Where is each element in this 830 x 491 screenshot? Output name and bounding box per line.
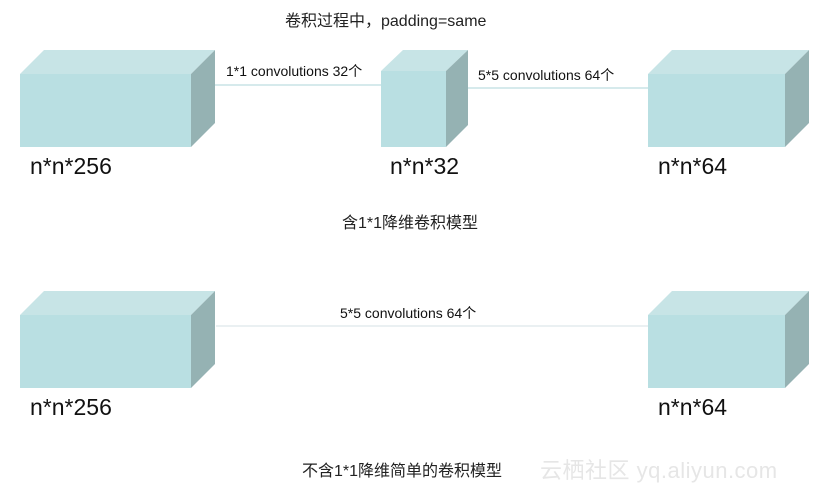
connection-label-5x5-64-bottom: 5*5 convolutions 64个 xyxy=(340,305,477,321)
connection-label-5x5-64: 5*5 convolutions 64个 xyxy=(478,67,615,83)
block-label-256: n*n*256 xyxy=(30,153,112,179)
caption-with-1x1-reduction: 含1*1降维卷积模型 xyxy=(342,215,479,232)
connection-label-1x1-32: 1*1 convolutions 32个 xyxy=(226,63,363,79)
diagram-title: 卷积过程中，padding=same xyxy=(285,13,487,30)
block-top-256 xyxy=(20,50,215,147)
watermark: 云栖社区 yq.aliyun.com xyxy=(540,458,778,483)
block-label-32: n*n*32 xyxy=(390,153,460,179)
block-label-64-bottom: n*n*64 xyxy=(658,394,728,420)
block-bottom-256 xyxy=(20,291,215,388)
block-top-32 xyxy=(381,50,468,147)
block-top-64 xyxy=(648,50,809,147)
block-bottom-64 xyxy=(648,291,809,388)
block-label-64: n*n*64 xyxy=(658,153,728,179)
caption-without-1x1-reduction: 不含1*1降维简单的卷积模型 xyxy=(302,463,503,480)
block-label-256-bottom: n*n*256 xyxy=(30,394,112,420)
